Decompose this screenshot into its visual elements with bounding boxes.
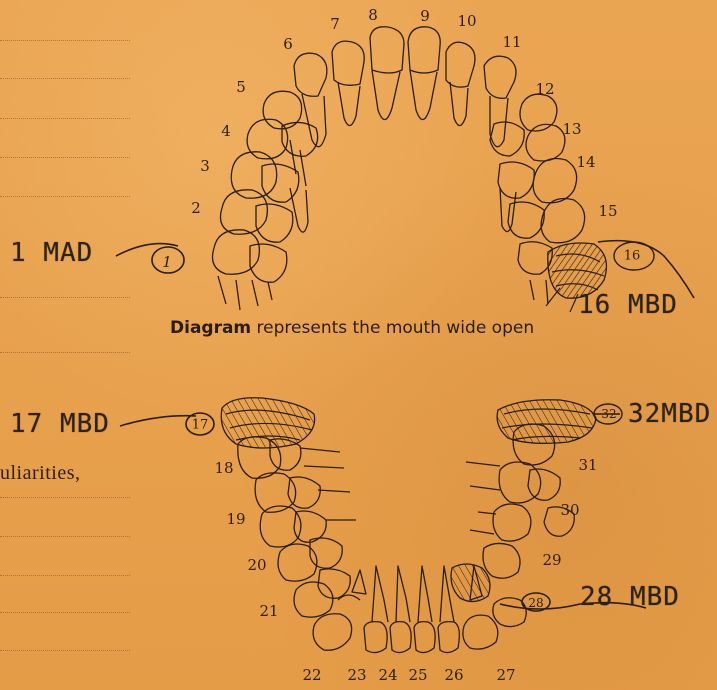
upper-tooth [446,42,475,87]
tooth-number-21: 21 [259,602,278,620]
lower-tooth [294,582,333,617]
lower-tooth [466,462,500,534]
upper-tooth [370,27,404,73]
ghost-text [520,372,535,387]
caption-rest: represents the mouth wide open [251,318,534,338]
tooth-number-23: 23 [347,666,366,684]
upper-tooth [338,82,360,126]
circled-number-32: 32 [601,407,616,421]
tooth-number-30: 30 [560,501,579,519]
upper-tooth [410,70,437,120]
tooth-number-26: 26 [444,666,463,684]
diagram-caption: Diagram represents the mouth wide open [170,318,640,338]
tooth-number-27: 27 [496,666,515,684]
upper-tooth [302,94,326,147]
lower-tooth [372,566,454,622]
tooth-number-13: 13 [562,120,581,138]
lower-tooth [528,469,560,500]
tooth-number-31: 31 [578,456,597,474]
upper-tooth [408,27,440,73]
tooth-number-25: 25 [408,666,427,684]
tooth-number-24: 24 [378,666,397,684]
circled-number-16: 16 [624,249,641,264]
tooth-number-11: 11 [502,33,521,51]
annotation-17-mbd: 17 MBD [10,409,110,439]
tooth-number-10: 10 [457,12,476,30]
tooth-number-20: 20 [247,556,266,574]
upper-tooth [500,188,516,232]
upper-tooth [490,122,524,156]
lower-tooth-17-hatched [221,398,314,448]
lower-tooth [493,504,531,541]
tooth-number-14: 14 [576,153,595,171]
upper-tooth [294,53,327,96]
tooth-number-12: 12 [535,80,554,98]
upper-tooth [262,164,299,202]
tooth-number-4: 4 [221,122,231,140]
lower-tooth [390,622,411,653]
circled-number-1: 1 [162,253,172,271]
tooth-number-19: 19 [226,510,245,528]
caption-bold: Diagram [170,318,251,338]
lower-tooth-28-hatched [451,564,490,602]
tooth-number-22: 22 [302,666,321,684]
tooth-number-2: 2 [191,199,201,217]
upper-tooth [332,41,364,85]
tooth-number-3: 3 [200,157,210,175]
tooth-number-29: 29 [542,551,561,569]
tooth-number-9: 9 [420,7,430,25]
lower-tooth [414,622,435,653]
upper-tooth [450,82,468,126]
upper-tooth [526,124,565,161]
annotation-32-mbd: 32MBD [628,399,717,429]
tooth-number-6: 6 [283,35,293,53]
circled-number-28: 28 [528,596,543,610]
upper-tooth [541,199,585,243]
upper-tooth [213,230,260,274]
lower-tooth [300,448,356,520]
upper-tooth [290,140,306,186]
side-text: uliarities, [0,462,80,485]
annotation-1-mad: 1 MAD [10,238,93,268]
lower-tooth [313,614,352,651]
lower-tooth [438,622,459,653]
lower-tooth [364,622,387,653]
upper-tooth [256,204,293,242]
upper-tooth [484,56,516,98]
upper-tooth [533,159,577,203]
leader-line-17 [120,416,196,426]
lower-tooth [483,543,520,578]
tooth-number-7: 7 [330,15,340,33]
annotation-16-mbd: 16 MBD [578,290,678,320]
lower-tooth [463,615,498,649]
circled-number-17: 17 [192,418,209,433]
upper-tooth [518,242,552,274]
tooth-number-8: 8 [368,6,378,24]
tooth-number-18: 18 [214,459,233,477]
upper-tooth [530,280,548,304]
lower-tooth [278,544,317,581]
tooth-number-5: 5 [236,78,246,96]
tooth-number-15: 15 [598,202,617,220]
annotation-28-mbd: 28 MBD [580,582,680,612]
upper-tooth [263,91,302,129]
upper-tooth [372,70,400,120]
